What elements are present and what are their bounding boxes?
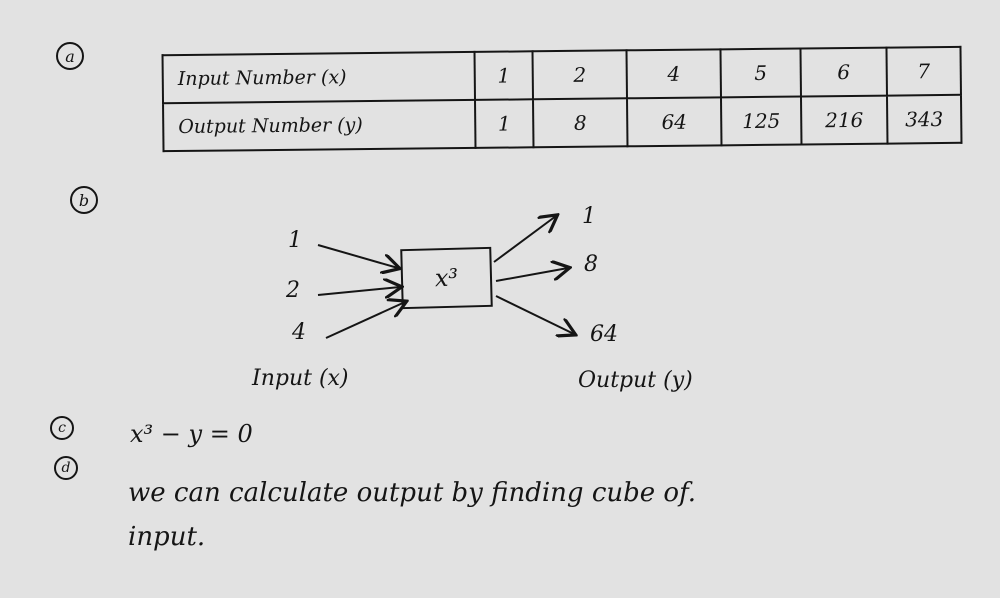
input-value: 1 xyxy=(288,228,302,253)
input-caption: Input (x) xyxy=(252,366,349,391)
output-arrow-8 xyxy=(495,268,568,282)
answer-line-2: input. xyxy=(128,522,206,552)
part-a-letter: a xyxy=(65,46,75,66)
output-value: 1 xyxy=(582,204,596,229)
part-b-marker: b xyxy=(70,186,98,214)
part-d-letter: d xyxy=(61,460,71,476)
function-box: x³ xyxy=(400,246,493,310)
part-a-marker: a xyxy=(56,42,84,70)
output-arrow-64 xyxy=(495,295,574,334)
part-d-marker: d xyxy=(54,456,78,480)
input-arrow-4 xyxy=(325,302,405,339)
part-c-marker: c xyxy=(50,416,74,440)
part-c-letter: c xyxy=(58,420,66,436)
function-label: x³ xyxy=(434,263,459,293)
answer-line-1: we can calculate output by finding cube … xyxy=(128,478,697,508)
part-b-letter: b xyxy=(78,190,90,210)
input-value: 4 xyxy=(292,320,306,345)
output-value: 8 xyxy=(584,252,598,277)
input-value: 2 xyxy=(286,278,300,303)
output-arrow-1 xyxy=(493,216,556,263)
equation: x³ − y = 0 xyxy=(130,420,253,448)
input-arrow-2 xyxy=(317,287,400,295)
input-arrow-1 xyxy=(317,244,398,268)
output-value: 64 xyxy=(590,322,618,347)
output-caption: Output (y) xyxy=(578,368,693,393)
